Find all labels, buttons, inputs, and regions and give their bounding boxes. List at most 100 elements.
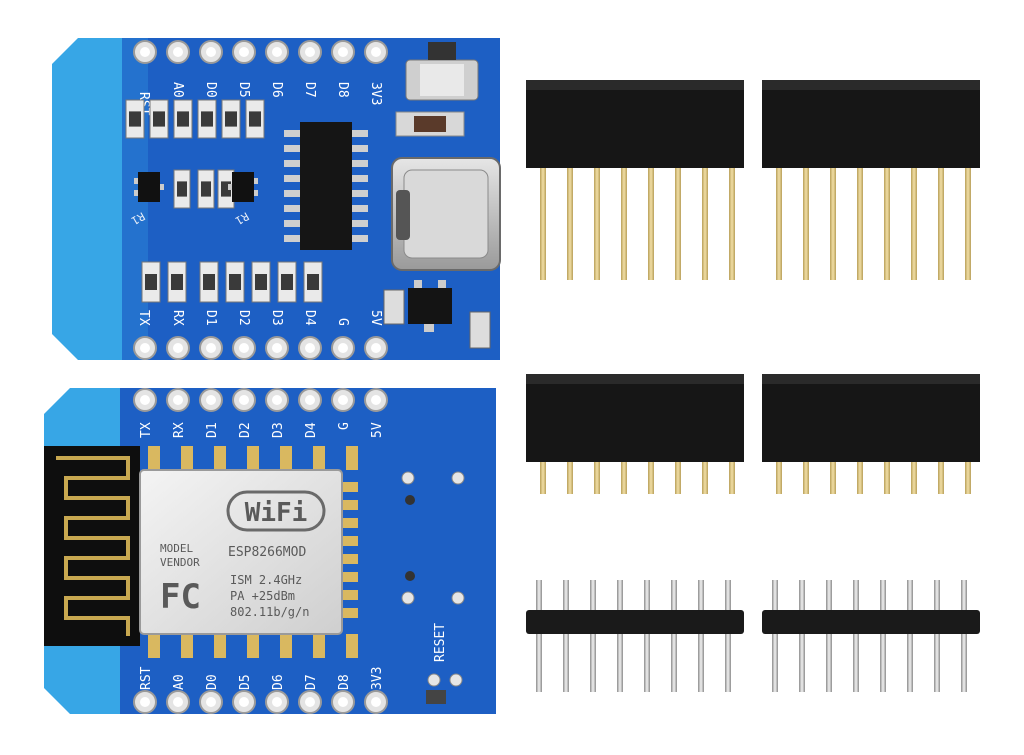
wifi-logo-text: WiFi (245, 498, 308, 528)
pin-hole (206, 47, 216, 57)
bottom-board: TX RX D1 D2 D3 D4 G 5V RST A0 D0 D5 D6 D… (44, 388, 496, 714)
header-pin (961, 580, 967, 692)
pin-hole (338, 47, 348, 57)
header-pin (938, 168, 944, 280)
header-pin (729, 168, 735, 280)
header-pin (648, 168, 654, 280)
smd-resistor-body (201, 181, 211, 197)
chip-pin (352, 175, 368, 182)
chip-pin (352, 190, 368, 197)
pin-label: D5 (238, 674, 253, 690)
pin-label: D1 (203, 310, 218, 326)
module-pad (148, 446, 160, 470)
shield-spec: ISM 2.4GHz (230, 573, 302, 587)
component-label: R1 (129, 209, 147, 227)
module-pad (181, 446, 193, 470)
module-pad (148, 634, 160, 658)
pin-label: G (337, 422, 352, 430)
pin-label: TX (136, 310, 151, 326)
pin-label: 3V3 (370, 667, 385, 690)
module-pad (313, 446, 325, 470)
module-pad (247, 446, 259, 470)
module-pad (342, 590, 358, 600)
vias (401, 471, 465, 605)
pin-hole (272, 343, 282, 353)
module-pad (342, 572, 358, 582)
top-board-pin-row-bottom (133, 336, 388, 360)
module-pad (342, 482, 358, 492)
male-header-body (526, 610, 744, 634)
pin-label: 5V (368, 310, 383, 326)
pin-hole (338, 395, 348, 405)
pin-hole (239, 395, 249, 405)
chip-pin (352, 220, 368, 227)
header-pin (911, 462, 917, 494)
shield-model: ESP8266MOD (228, 545, 306, 560)
bottom-board-pin-row-bottom (133, 690, 388, 714)
smd-resistor-body (249, 111, 261, 127)
module-pad (342, 554, 358, 564)
header-pin (911, 168, 917, 280)
pin-label: D2 (236, 310, 251, 326)
header-pin (702, 462, 708, 494)
pin-label: D7 (302, 82, 317, 98)
pcb-antenna (44, 446, 140, 646)
chip-pin (284, 235, 300, 242)
pin-hole (173, 343, 183, 353)
pin-label: D0 (205, 674, 220, 690)
chip-pin (284, 145, 300, 152)
chip-pin (352, 145, 368, 152)
female-header-top (762, 374, 980, 384)
pin-hole (173, 395, 183, 405)
pin-label: D1 (205, 422, 220, 438)
reset-button-pads (426, 673, 463, 704)
shield-spec: 802.11b/g/n (230, 605, 309, 619)
module-pad (342, 518, 358, 528)
chip-pin (352, 130, 368, 137)
module-pad (214, 634, 226, 658)
header-pin (671, 580, 677, 692)
transistor (134, 172, 164, 202)
smd-resistor-body (307, 274, 319, 290)
shield-label: MODEL (160, 542, 193, 555)
header-pin (536, 580, 542, 692)
header-pin (563, 580, 569, 692)
pin-label: A0 (172, 674, 187, 690)
module-pad (346, 446, 358, 470)
pin-hole (140, 697, 150, 707)
pin-hole (173, 47, 183, 57)
smd-resistor-body (221, 181, 231, 197)
top-board: RST A0 D0 D5 D6 D7 D8 3V3 TX RX D1 D2 D3… (52, 38, 501, 360)
smd-resistor-body (203, 274, 215, 290)
pin-hole (140, 47, 150, 57)
header-pin (803, 462, 809, 494)
header-pin (621, 462, 627, 494)
pin-hole (140, 343, 150, 353)
pin-hole (305, 47, 315, 57)
pin-hole (371, 47, 381, 57)
pin-label: D6 (269, 82, 284, 98)
pin-hole (272, 47, 282, 57)
chip-pin (352, 160, 368, 167)
pin-label: RX (172, 422, 187, 438)
pin-label: D7 (304, 674, 319, 690)
pin-label: D3 (269, 310, 284, 326)
pin-hole (371, 697, 381, 707)
pin-hole (239, 47, 249, 57)
smd-resistor-body (201, 111, 213, 127)
pin-label: A0 (170, 82, 185, 98)
header-pin (965, 462, 971, 494)
pin-hole (206, 343, 216, 353)
shield-spec: PA +25dBm (230, 589, 295, 603)
smd-resistor-row (141, 261, 323, 303)
header-pin (644, 580, 650, 692)
female-header-top (762, 80, 980, 90)
fcc-mark: FC (160, 577, 201, 617)
pin-hole (173, 697, 183, 707)
chip-pin (284, 160, 300, 167)
pin-label: D4 (304, 422, 319, 438)
pin-label: D2 (238, 422, 253, 438)
pin-label: 5V (370, 422, 385, 438)
module-pad (181, 634, 193, 658)
module-pad (280, 634, 292, 658)
